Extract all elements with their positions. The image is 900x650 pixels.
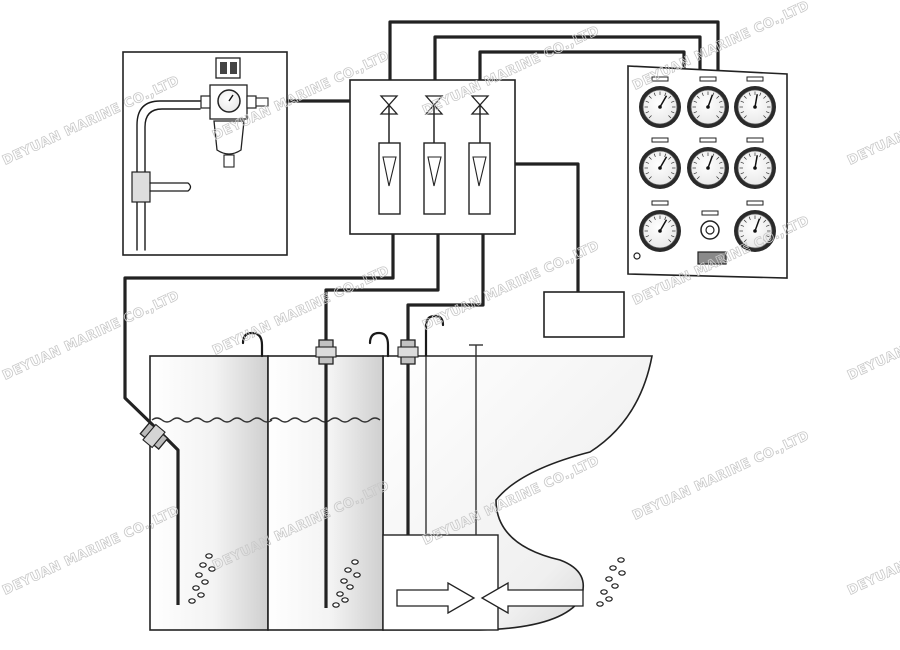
fitting-tank-1 bbox=[139, 422, 169, 450]
arrow-right bbox=[396, 581, 476, 615]
watermark-text: DEYUAN MARINE CO.,LTD bbox=[845, 73, 900, 168]
liquid-surface-1 bbox=[151, 417, 273, 423]
manual-valve-body bbox=[131, 171, 151, 203]
vent-pipe-3 bbox=[424, 314, 445, 358]
bubbles-2 bbox=[332, 559, 361, 608]
fitting-tank-2 bbox=[315, 339, 337, 365]
pressure-gauge-icon bbox=[687, 76, 729, 128]
arrow-left bbox=[480, 581, 584, 615]
pipe-to-panel-2 bbox=[433, 35, 702, 80]
pressure-gauge-icon bbox=[734, 200, 776, 252]
air-supply-unit bbox=[122, 51, 288, 256]
gauge-grid bbox=[639, 76, 776, 252]
watermark-text: DEYUAN MARINE CO.,LTD bbox=[845, 503, 900, 598]
manual-valve-handle bbox=[149, 182, 192, 192]
pressure-gauge-icon bbox=[734, 76, 776, 128]
watermark-text: DEYUAN MARINE CO.,LTD bbox=[630, 428, 812, 523]
distribution-box bbox=[349, 79, 516, 235]
fitting-tank-3 bbox=[397, 339, 419, 365]
digital-display bbox=[697, 251, 727, 265]
tank-1 bbox=[149, 355, 269, 631]
bottom-compartment bbox=[382, 534, 499, 631]
pressure-gauge-icon bbox=[639, 137, 681, 189]
pressure-gauge-icon bbox=[687, 137, 729, 189]
air-piping bbox=[123, 20, 720, 608]
pipe-to-tank-2 bbox=[324, 234, 440, 608]
line-fittings bbox=[139, 339, 419, 450]
bubbles-3 bbox=[596, 557, 626, 607]
air-supply-frame bbox=[122, 51, 288, 256]
bubbles-1 bbox=[188, 553, 216, 604]
transmitter-box bbox=[543, 291, 625, 338]
pipe-to-tank-1 bbox=[123, 234, 395, 605]
pipe-to-panel-1 bbox=[388, 20, 720, 80]
channel-3 bbox=[468, 95, 491, 215]
pressure-gauge-icon bbox=[639, 76, 681, 128]
pipe-to-transmitter bbox=[515, 162, 580, 292]
channel-2 bbox=[423, 95, 446, 215]
inlet-pipe bbox=[136, 100, 201, 251]
vent-pipe-1 bbox=[241, 331, 264, 358]
gauge-panel bbox=[627, 65, 788, 279]
pipe-to-panel-3 bbox=[478, 50, 686, 80]
pressure-gauge-icon bbox=[734, 137, 776, 189]
channel-1 bbox=[378, 95, 401, 215]
watermark-text: DEYUAN MARINE CO.,LTD bbox=[845, 288, 900, 383]
vent-pipe-2 bbox=[368, 331, 390, 358]
hull-and-tanks bbox=[149, 314, 653, 631]
filter-bowl bbox=[213, 120, 245, 155]
pipe-to-tank-3 bbox=[406, 234, 485, 535]
panel-screw-icon bbox=[633, 252, 641, 260]
pressure-gauge-icon bbox=[639, 200, 681, 252]
panel-label-slot bbox=[701, 210, 719, 216]
